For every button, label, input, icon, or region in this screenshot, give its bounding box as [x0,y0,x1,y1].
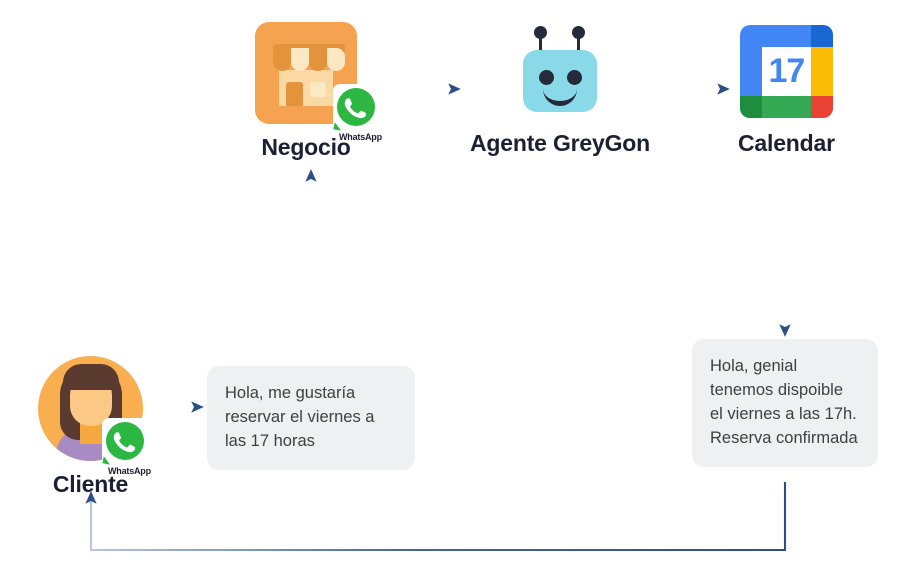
robot-antenna-right [576,34,580,56]
robot-antenna-left [538,34,542,56]
robot-smile [542,84,577,106]
calendar-page [761,47,811,96]
node-cliente[interactable]: WhatsApp Cliente [38,356,151,498]
node-agente-greygon[interactable]: Agente GreyGon [470,22,650,157]
whatsapp-badge-label: WhatsApp [108,466,151,476]
node-calendar-label: Calendar [738,130,835,156]
arrow-message-to-cliente [85,482,787,552]
whatsapp-icon [333,84,379,131]
google-calendar-icon: 17 [739,25,833,118]
calendar-day-number: 17 [768,52,805,90]
robot-icon [505,22,615,122]
negocio-icon-wrap: WhatsApp [255,22,382,142]
node-agente-label: Agente GreyGon [470,130,650,156]
calendar-corner-bottomleft [739,96,762,118]
calendar-edge-yellow [810,47,833,96]
node-cliente-label: Cliente [52,471,129,497]
whatsapp-glyph [113,432,136,453]
robot-eye-right [566,70,582,85]
whatsapp-tail [102,456,112,465]
node-calendar[interactable]: 17 Calendar [738,25,835,157]
calendar-edge-green [761,96,811,118]
cliente-icon-wrap: WhatsApp [38,356,151,476]
store-window [310,82,326,97]
whatsapp-glyph [344,98,367,119]
calendar-corner-topright [810,25,833,47]
node-negocio[interactable]: WhatsApp Negocio [255,22,382,161]
store-awning-stripe [273,48,291,71]
whatsapp-icon [102,418,148,465]
store-awning-stripe [291,48,309,71]
store-awning-stripe [309,48,327,71]
robot-antenna-tip-right [571,26,585,39]
whatsapp-badge-label: WhatsApp [339,132,382,142]
calendar-corner-bottomright [810,96,833,118]
whatsapp-circle [337,88,375,126]
store-awning-stripe [327,48,345,71]
robot-antenna-tip-left [533,26,547,39]
whatsapp-tail [333,122,343,131]
avatar-fringe [63,364,119,390]
message-bubble-agente: Hola, genial tenemos dispoible el vierne… [692,339,878,467]
store-door [286,82,303,106]
message-bubble-cliente: Hola, me gustaría reservar el viernes a … [207,366,415,470]
robot-eye-left [538,70,554,85]
whatsapp-circle [106,422,144,460]
node-negocio-label: Negocio [261,134,351,160]
